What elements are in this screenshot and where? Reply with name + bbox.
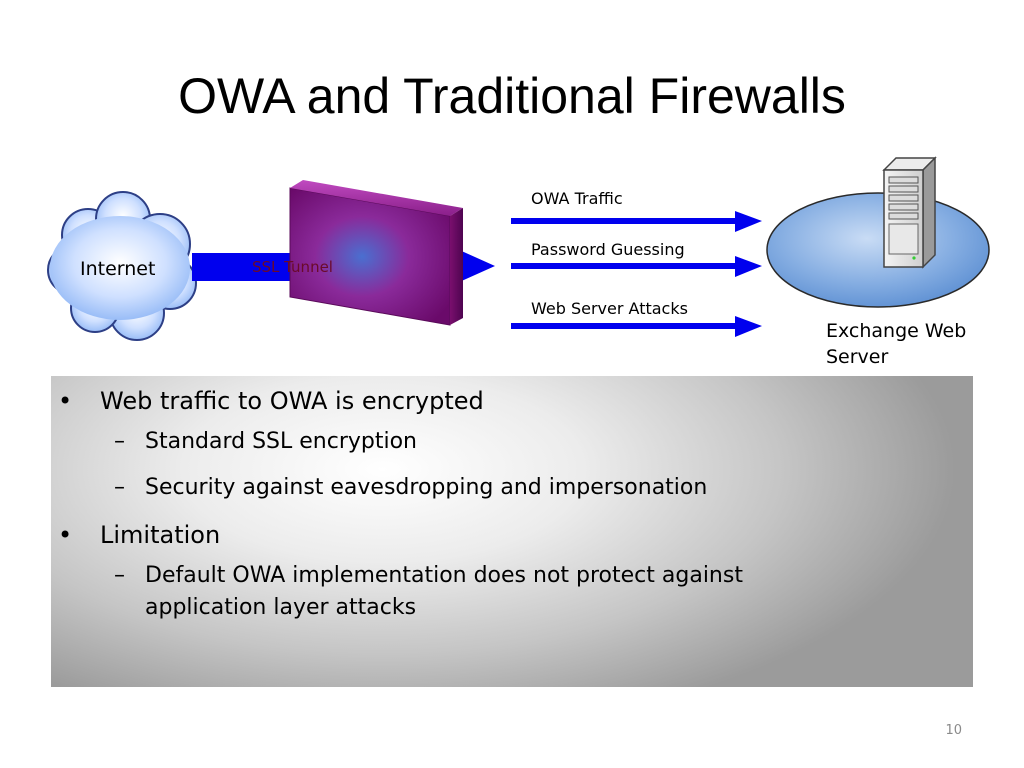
internet-label: Internet	[80, 258, 156, 280]
sub-bullet-item: – Standard SSL encryption	[100, 426, 951, 458]
sub-bullet-text: Default OWA implementation does not prot…	[145, 563, 743, 620]
exchange-server-ellipse	[766, 192, 990, 308]
flow-arrow-owa-traffic	[511, 211, 762, 232]
slide-title: OWA and Traditional Firewalls	[178, 68, 846, 124]
bullet-text: Web traffic to OWA is encrypted	[100, 387, 484, 415]
server-tower-icon	[882, 156, 937, 269]
exchange-server-label: Exchange Web Server	[826, 320, 967, 368]
slide-number: 10	[945, 723, 962, 738]
sub-bullet-marker: –	[114, 429, 125, 454]
internet-cloud	[47, 191, 197, 341]
content-box: • Web traffic to OWA is encrypted – Stan…	[51, 376, 973, 687]
flow-label-web-server-attacks: Web Server Attacks	[531, 299, 688, 318]
bullet-item: • Web traffic to OWA is encrypted – Stan…	[51, 384, 951, 504]
sub-bullet-marker: –	[114, 475, 125, 500]
sub-bullet-list: – Standard SSL encryption – Security aga…	[100, 426, 951, 504]
bullet-marker: •	[58, 387, 73, 415]
bullet-item: • Limitation – Default OWA implementatio…	[51, 518, 951, 624]
flow-arrow-web-server-attacks	[511, 316, 762, 337]
flow-arrow-password-guessing	[511, 256, 762, 277]
flow-label-owa-traffic: OWA Traffic	[531, 189, 623, 208]
bullet-marker: •	[58, 521, 73, 549]
ssl-tunnel-label: SSL Tunnel	[252, 258, 333, 276]
network-diagram	[47, 156, 990, 341]
firewall-box	[289, 180, 463, 326]
sub-bullet-item: – Default OWA implementation does not pr…	[100, 560, 865, 624]
sub-bullet-marker: –	[114, 563, 125, 588]
sub-bullet-list: – Default OWA implementation does not pr…	[100, 560, 951, 624]
bullet-text: Limitation	[100, 521, 221, 549]
bullet-list: • Web traffic to OWA is encrypted – Stan…	[51, 384, 951, 638]
sub-bullet-text: Security against eavesdropping and imper…	[145, 475, 708, 500]
sub-bullet-text: Standard SSL encryption	[145, 429, 418, 454]
sub-bullet-item: – Security against eavesdropping and imp…	[100, 472, 951, 504]
flow-label-password-guessing: Password Guessing	[531, 240, 685, 259]
